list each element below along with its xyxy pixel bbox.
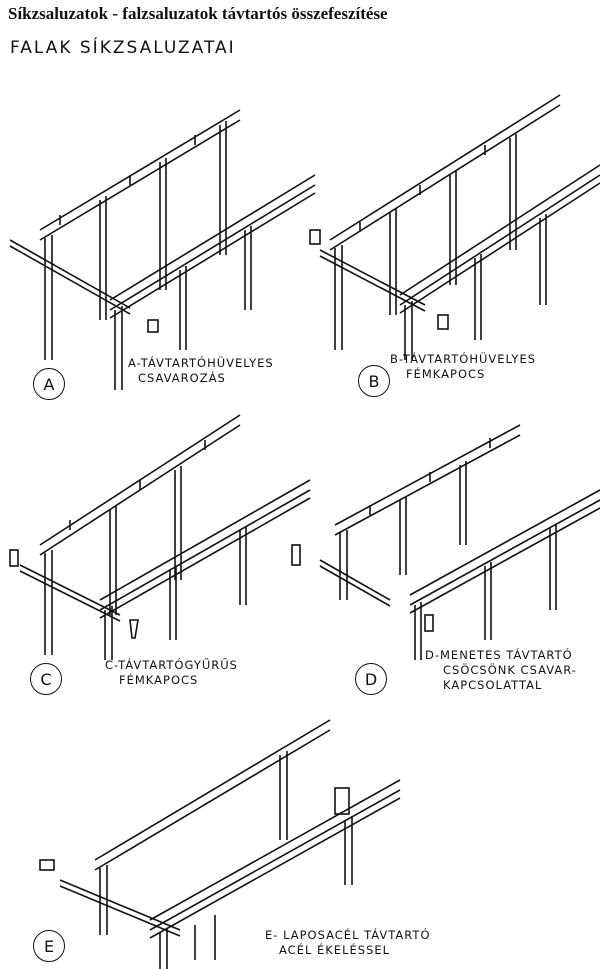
- panel-e-caption-line2: ACÉL ÉKELÉSSEL: [279, 943, 391, 957]
- panel-a-badge: A: [33, 368, 65, 400]
- panel-e-caption: E- LAPOSACÉL TÁVTARTÓ ACÉL ÉKELÉSSEL: [265, 928, 431, 958]
- panel-a: A A-TÁVTARTÓHÜVELYES CSAVAROZÁS: [0, 90, 316, 420]
- formwork-a-shapes: [9, 109, 316, 390]
- formwork-d-shapes: [291, 424, 600, 660]
- panel-a-caption-line1: A-TÁVTARTÓHÜVELYES: [128, 356, 274, 370]
- panel-b-caption-line2: FÉMKAPOCS: [406, 367, 486, 381]
- panel-d: D D-MENETES TÁVTARTÓ CSÖCSÖNK CSAVAR- KA…: [290, 410, 600, 720]
- panel-e-badge: E: [33, 930, 65, 962]
- formwork-drawing-b: [309, 94, 600, 360]
- panel-b-caption-line1: B-TÁVTARTÓHÜVELYES: [390, 352, 537, 366]
- formwork-b-shapes: [309, 94, 600, 360]
- formwork-drawing-a: [9, 109, 316, 390]
- panel-d-caption: D-MENETES TÁVTARTÓ CSÖCSÖNK CSAVAR- KAPC…: [425, 648, 577, 693]
- formwork-drawing-e: [39, 719, 401, 969]
- panel-b: B B-TÁVTARTÓHÜVELYES FÉMKAPOCS: [300, 90, 600, 420]
- panel-e-caption-line1: E- LAPOSACÉL TÁVTARTÓ: [265, 928, 431, 942]
- panel-e: E E- LAPOSACÉL TÁVTARTÓ ACÉL ÉKELÉSSEL: [0, 710, 600, 969]
- panel-d-caption-line2: CSÖCSÖNK CSAVAR-: [443, 663, 577, 677]
- panel-c-caption: C-TÁVTARTÓGYŰRŰS FÉMKAPOCS: [105, 658, 238, 688]
- formwork-e-shapes: [39, 719, 401, 969]
- formwork-drawing-c: [9, 414, 311, 660]
- panel-d-badge: D: [355, 663, 387, 695]
- panel-d-caption-line1: D-MENETES TÁVTARTÓ: [425, 648, 573, 662]
- panel-c: C C-TÁVTARTÓGYŰRŰS FÉMKAPOCS: [0, 410, 311, 710]
- formwork-c-shapes: [9, 414, 311, 660]
- page-subtitle: FALAK SÍKZSALUZATAI: [10, 38, 236, 58]
- panel-c-caption-line2: FÉMKAPOCS: [119, 673, 199, 687]
- panel-c-badge: C: [30, 663, 62, 695]
- panel-b-badge: B: [358, 365, 390, 397]
- panel-c-caption-line1: C-TÁVTARTÓGYŰRŰS: [105, 658, 238, 672]
- panel-a-caption: A-TÁVTARTÓHÜVELYES CSAVAROZÁS: [128, 356, 274, 386]
- panel-d-caption-line3: KAPCSOLATTAL: [443, 678, 543, 692]
- panel-b-caption: B-TÁVTARTÓHÜVELYES FÉMKAPOCS: [390, 352, 536, 382]
- panel-a-caption-line2: CSAVAROZÁS: [138, 371, 226, 385]
- formwork-drawing-d: [291, 424, 600, 660]
- page-title: Síkzsaluzatok - falzsaluzatok távtartós …: [8, 4, 388, 23]
